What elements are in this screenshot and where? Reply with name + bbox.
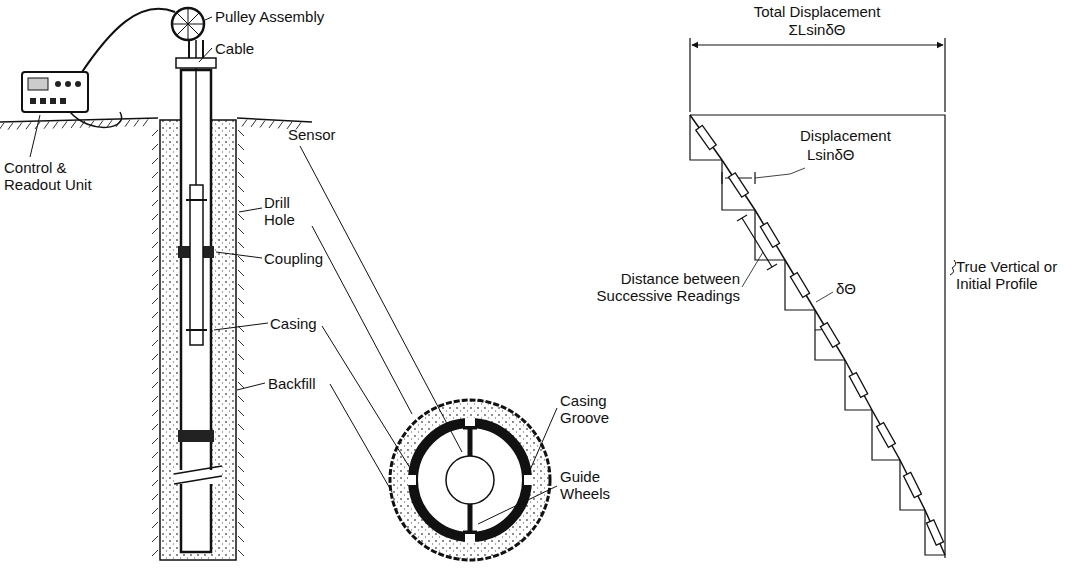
part-label: Casing bbox=[270, 315, 317, 332]
reference-label: True Vertical or Initial Profile bbox=[956, 258, 1061, 292]
break-mark bbox=[174, 466, 222, 484]
dimension-label: Total Displacement bbox=[754, 3, 881, 20]
dimension-label: Distance between Successive Readings bbox=[590, 270, 740, 304]
ground-surface bbox=[0, 118, 312, 122]
part-label: Casing Groove bbox=[560, 392, 632, 426]
readout-unit bbox=[22, 72, 88, 112]
soil-hatching bbox=[0, 119, 301, 556]
part-label: Guide Wheels bbox=[560, 468, 632, 502]
cable bbox=[80, 9, 175, 75]
coupling bbox=[178, 430, 214, 442]
part-label: Cable bbox=[215, 40, 254, 57]
pulley-wheel bbox=[172, 8, 204, 40]
cable-coil bbox=[70, 112, 122, 127]
part-label: Backfill bbox=[268, 375, 316, 392]
dimension-label: Displacement bbox=[800, 127, 891, 144]
probe-positions bbox=[696, 125, 944, 545]
guide-wheels bbox=[186, 200, 207, 330]
formula-label: LsinδΘ bbox=[807, 146, 855, 163]
pulley-post bbox=[189, 40, 203, 58]
part-label: Sensor bbox=[288, 126, 336, 143]
sensor-probe bbox=[190, 185, 203, 345]
part-label: Coupling bbox=[264, 250, 323, 267]
readout-knobs bbox=[30, 81, 81, 104]
angle-label: δΘ bbox=[836, 280, 856, 297]
part-label: Drill Hole bbox=[264, 194, 310, 228]
pulley-mount bbox=[176, 58, 216, 68]
formula-label: ΣLsinδΘ bbox=[789, 21, 846, 38]
pulley-spokes bbox=[172, 8, 204, 40]
casing-cross-section bbox=[390, 400, 550, 560]
part-label: Control & Readout Unit bbox=[4, 159, 100, 193]
leader-lines bbox=[30, 17, 557, 524]
part-label: Pulley Assembly bbox=[215, 8, 324, 25]
readout-display bbox=[28, 78, 48, 90]
